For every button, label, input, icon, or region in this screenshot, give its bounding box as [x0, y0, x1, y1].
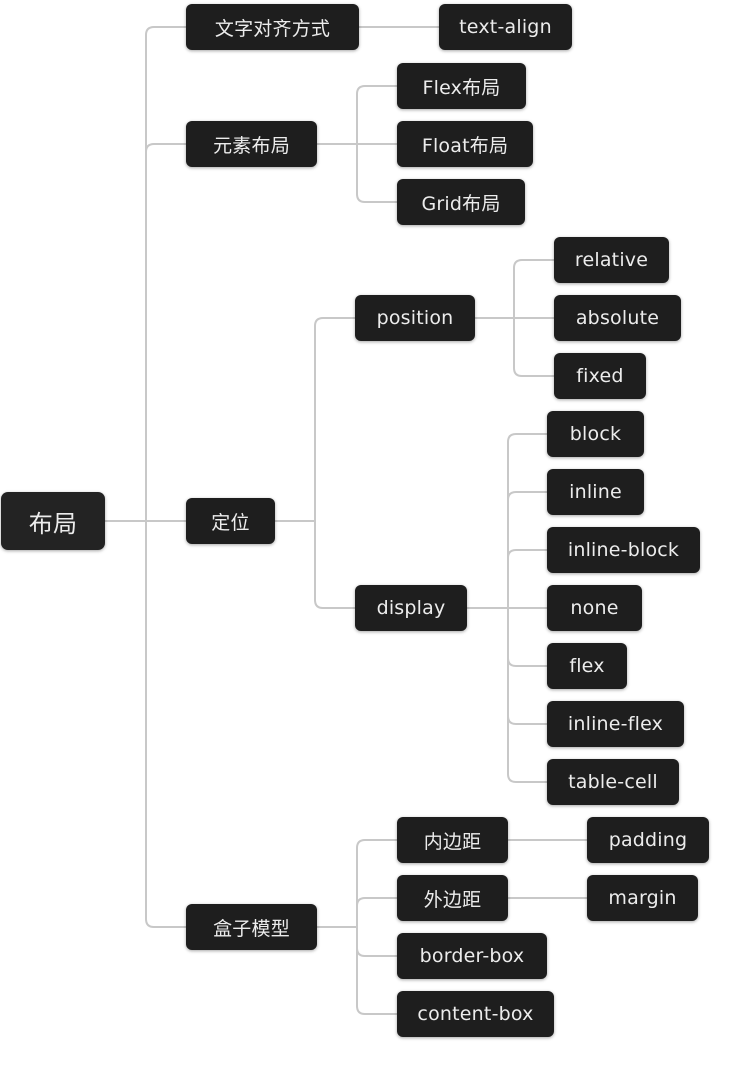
positioning-connector-branch-1 [314, 599, 356, 609]
root-connector-branch-1 [145, 143, 187, 153]
display-connector-branch-4 [507, 657, 548, 667]
node-display[interactable]: display [355, 585, 467, 631]
display-connector-branch-0 [507, 433, 548, 443]
display-connector-branch-1 [507, 491, 548, 501]
root-connector-branch-0 [145, 26, 187, 36]
box-model-connector-branch-3 [356, 1005, 398, 1015]
node-box-model[interactable]: 盒子模型 [186, 904, 317, 950]
node-fixed[interactable]: fixed [554, 353, 646, 399]
position-connector-branch-2 [513, 367, 555, 377]
node-positioning[interactable]: 定位 [186, 498, 275, 544]
node-position[interactable]: position [355, 295, 475, 341]
position-connector-branch-0 [513, 259, 555, 269]
node-table-cell[interactable]: table-cell [547, 759, 679, 805]
root-connector-branch-3 [145, 918, 187, 928]
node-margin-cn[interactable]: 外边距 [397, 875, 508, 921]
node-float-layout[interactable]: Float布局 [397, 121, 533, 167]
node-padding[interactable]: padding [587, 817, 709, 863]
node-relative[interactable]: relative [554, 237, 669, 283]
root-node[interactable]: 布局 [1, 492, 105, 550]
layout-connector-branch-0 [356, 85, 398, 95]
display-connector-branch-6 [507, 773, 548, 783]
display-connector-branch-2 [507, 549, 548, 559]
node-block[interactable]: block [547, 411, 644, 457]
display-connector-branch-5 [507, 715, 548, 725]
node-text-align[interactable]: text-align [439, 4, 572, 50]
node-flex-layout[interactable]: Flex布局 [397, 63, 526, 109]
node-flex[interactable]: flex [547, 643, 627, 689]
node-content-box[interactable]: content-box [397, 991, 554, 1037]
node-absolute[interactable]: absolute [554, 295, 681, 341]
node-grid-layout[interactable]: Grid布局 [397, 179, 525, 225]
node-inline-flex[interactable]: inline-flex [547, 701, 684, 747]
node-inline-block[interactable]: inline-block [547, 527, 700, 573]
box-model-connector-branch-0 [356, 839, 398, 849]
node-margin[interactable]: margin [587, 875, 698, 921]
positioning-connector-branch-0 [314, 317, 356, 327]
node-border-box[interactable]: border-box [397, 933, 547, 979]
layout-connector-branch-2 [356, 193, 398, 203]
box-model-connector-branch-1 [356, 897, 398, 907]
node-padding-cn[interactable]: 内边距 [397, 817, 508, 863]
node-none[interactable]: none [547, 585, 642, 631]
box-model-connector-branch-2 [356, 947, 398, 957]
node-text-align-group[interactable]: 文字对齐方式 [186, 4, 359, 50]
node-inline[interactable]: inline [547, 469, 644, 515]
node-element-layout[interactable]: 元素布局 [186, 121, 317, 167]
